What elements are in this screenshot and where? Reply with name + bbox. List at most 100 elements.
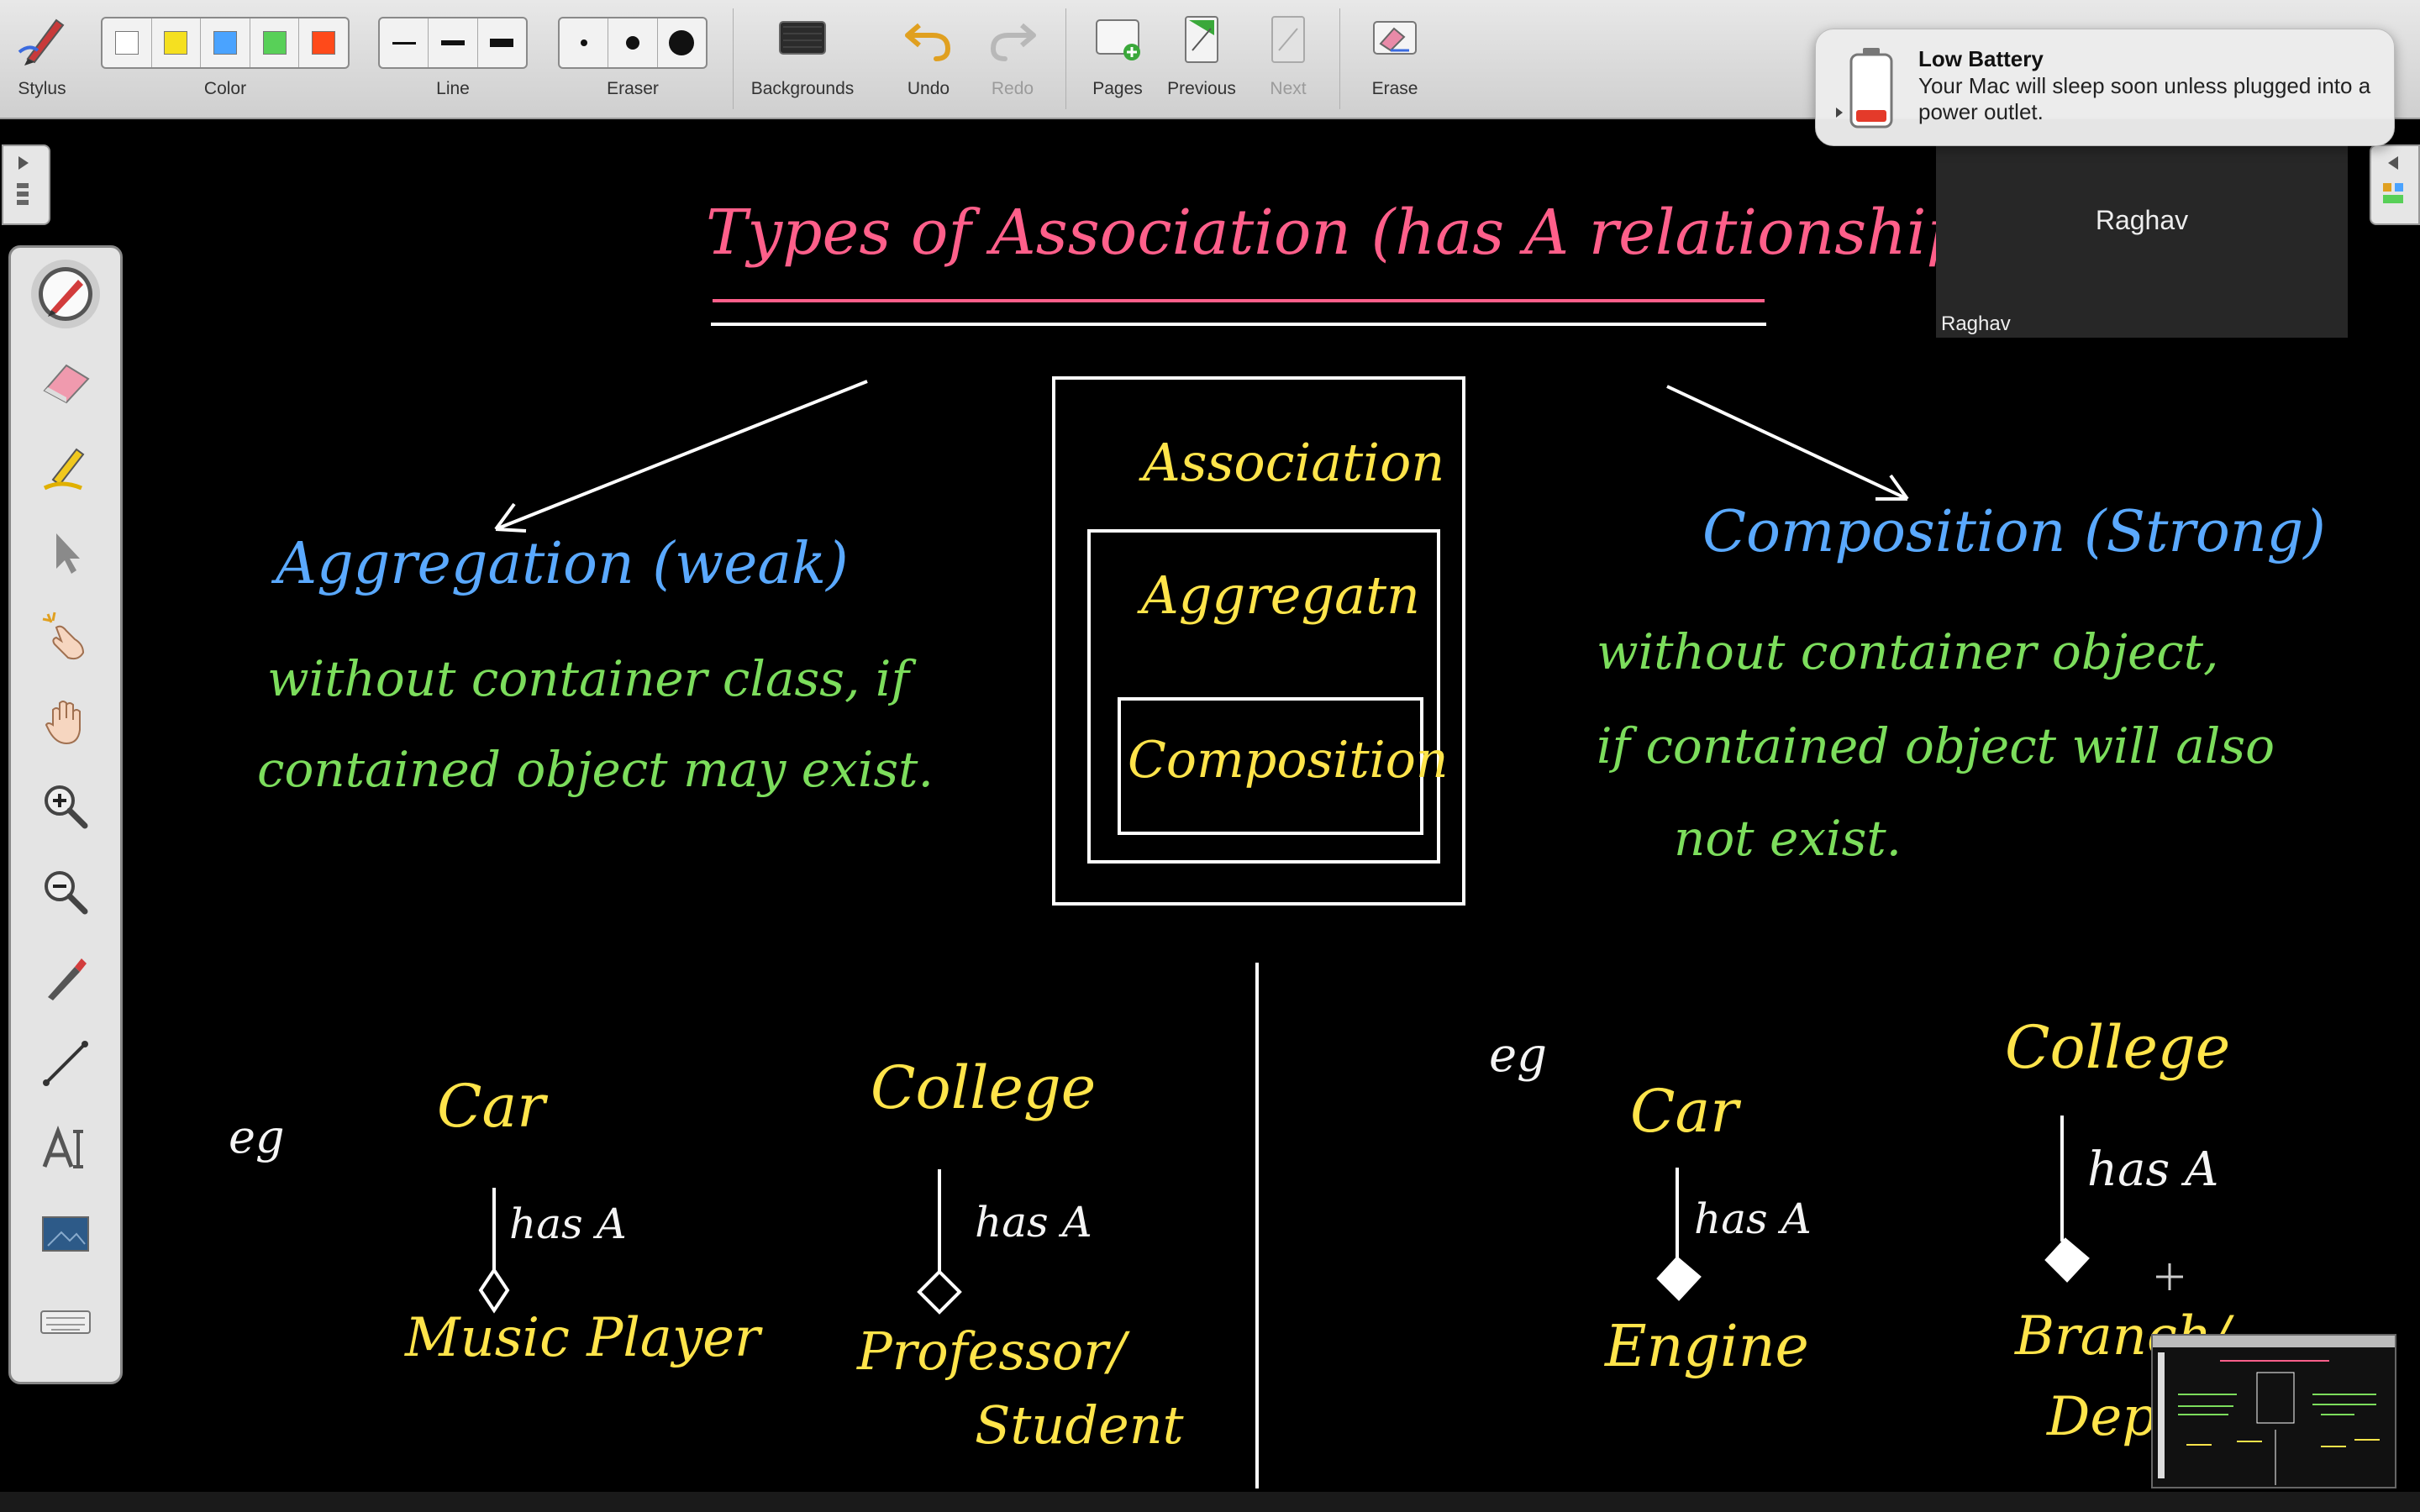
- toolbar-divider: [1065, 8, 1066, 109]
- left-panel-toggle[interactable]: [2, 144, 50, 225]
- left-ex2-top: College: [871, 1053, 1097, 1122]
- bottom-bar: [0, 1492, 2420, 1512]
- redo-label: Redo: [991, 79, 1034, 98]
- screen-share-thumbnail[interactable]: [2151, 1334, 2396, 1488]
- left-arrow-head: [494, 502, 527, 533]
- pan-tool[interactable]: [31, 686, 100, 755]
- participant-video-tile[interactable]: Raghav Raghav: [1936, 144, 2348, 338]
- next-page-icon: [1271, 16, 1305, 63]
- line-thick[interactable]: [478, 18, 526, 67]
- eraser-small-icon: [580, 39, 587, 46]
- left-ex1-rel: has A: [509, 1200, 627, 1248]
- left-ex2-bottom-2: Student: [975, 1394, 1184, 1456]
- right-ex1-bottom: Engine: [1605, 1314, 1809, 1380]
- stylus-button[interactable]: Stylus: [0, 0, 84, 118]
- color-blue[interactable]: [201, 18, 250, 67]
- next-label: Next: [1270, 79, 1307, 98]
- text-icon: [42, 1125, 83, 1168]
- crosshair-cursor: [2156, 1263, 2183, 1290]
- color-picker: [101, 17, 350, 69]
- screenshot-tool[interactable]: [31, 1200, 100, 1269]
- participant-name-tag: Raghav: [1941, 312, 2011, 335]
- left-ex1-top: Car: [437, 1072, 545, 1141]
- line-label: Line: [436, 79, 470, 98]
- swatch-red: [312, 31, 336, 55]
- backgrounds-button[interactable]: Backgrounds: [739, 0, 865, 118]
- stylus-label: Stylus: [18, 79, 66, 98]
- swatch-green: [262, 31, 287, 55]
- zoom-in-tool[interactable]: [31, 772, 100, 841]
- eraser-small[interactable]: [560, 18, 609, 67]
- composition-box-label: Composition: [1128, 731, 1449, 790]
- right-arrow: [1666, 385, 1908, 501]
- composition-desc-line1: without container object,: [1597, 623, 2219, 680]
- battery-icon: [1849, 48, 1893, 129]
- panel-toggle-icon: [17, 156, 29, 205]
- color-green[interactable]: [250, 18, 300, 67]
- board-title: Types of Association (has A relationship…: [706, 197, 1991, 269]
- erase-all-icon: [1373, 21, 1417, 55]
- eraser-size-picker: [558, 17, 708, 69]
- pointer-icon: [56, 533, 80, 574]
- tool-palette: [8, 245, 123, 1384]
- color-yellow[interactable]: [152, 18, 202, 67]
- erase-label: Erase: [1371, 79, 1418, 98]
- eraser-icon: [43, 364, 90, 404]
- line-icon: [43, 1041, 88, 1086]
- text-tool[interactable]: [31, 1115, 100, 1184]
- notification-body: Your Mac will sleep soon unless plugged …: [1918, 73, 2371, 124]
- pen-icon: [39, 267, 92, 321]
- keyboard-tool[interactable]: [31, 1286, 100, 1355]
- line-thick-icon: [490, 39, 514, 47]
- highlighter-tool[interactable]: [31, 433, 100, 501]
- eraser-large-icon: [669, 30, 695, 55]
- left-ex2-rel: has A: [975, 1198, 1092, 1247]
- notification-title: Low Battery: [1918, 46, 2044, 71]
- low-battery-notification[interactable]: Low Battery Your Mac will sleep soon unl…: [1815, 29, 2395, 146]
- eraser-tool[interactable]: [31, 347, 100, 416]
- aggregation-box: [1087, 529, 1440, 864]
- eraser-group: Eraser: [556, 0, 709, 118]
- pages-icon: [1096, 19, 1140, 60]
- marker-icon: [48, 958, 87, 1000]
- association-label: Association: [1143, 432, 1445, 493]
- pointer-tool[interactable]: [31, 518, 100, 587]
- line-medium[interactable]: [429, 18, 478, 67]
- stylus-icon: [18, 18, 65, 66]
- pages-label: Pages: [1092, 79, 1143, 98]
- composition-diamond: [2044, 1237, 2090, 1283]
- composition-desc-line3: not exist.: [1674, 810, 1902, 867]
- zoom-out-tool[interactable]: [31, 858, 100, 927]
- color-red[interactable]: [299, 18, 348, 67]
- pages-button[interactable]: Pages: [1080, 0, 1155, 118]
- undo-button[interactable]: Undo: [891, 0, 966, 118]
- pen-tool[interactable]: [31, 260, 100, 328]
- previous-page-icon: [1185, 16, 1218, 63]
- previous-page-button[interactable]: Previous: [1164, 0, 1239, 118]
- left-arrow: [495, 380, 868, 531]
- right-panel-toggle-icon: [2383, 156, 2403, 203]
- erase-all-button[interactable]: Erase: [1357, 0, 1433, 118]
- line-width-picker: [378, 17, 528, 69]
- zoom-out-icon: [45, 871, 88, 915]
- color-white[interactable]: [103, 18, 152, 67]
- right-ex1-rel: has A: [1694, 1194, 1812, 1243]
- line-thin[interactable]: [380, 18, 429, 67]
- composition-heading: Composition (Strong): [1702, 499, 2326, 565]
- composition-diamond: [1656, 1256, 1702, 1301]
- right-panel-toggle[interactable]: [2370, 144, 2420, 225]
- line-tool[interactable]: [31, 1029, 100, 1098]
- eraser-medium[interactable]: [608, 18, 658, 67]
- redo-button[interactable]: Redo: [975, 0, 1050, 118]
- marker-tool[interactable]: [31, 943, 100, 1012]
- aggregation-box-label: Aggregatn: [1141, 564, 1420, 626]
- line-group: Line: [376, 0, 529, 118]
- hand-icon: [45, 701, 81, 745]
- expand-arrow-icon[interactable]: [1834, 107, 1844, 118]
- eraser-large[interactable]: [658, 18, 706, 67]
- redo-icon: [990, 23, 1036, 61]
- laser-pointer-tool[interactable]: [31, 601, 100, 669]
- whiteboard-canvas[interactable]: Types of Association (has A relationship…: [0, 119, 2420, 1492]
- next-page-button[interactable]: Next: [1250, 0, 1326, 118]
- left-eg-label: eg: [229, 1110, 285, 1163]
